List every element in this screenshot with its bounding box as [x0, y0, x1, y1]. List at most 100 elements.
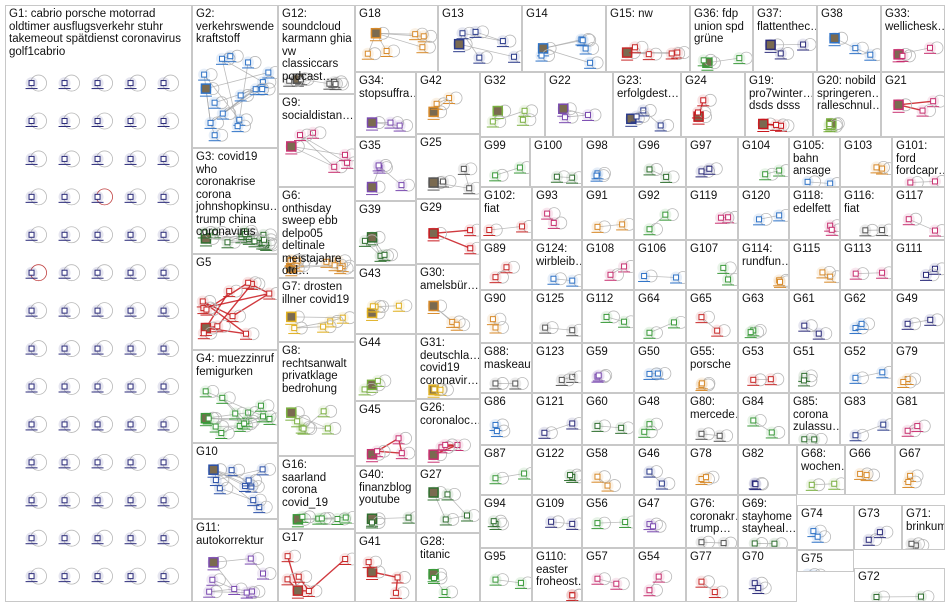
node[interactable]	[646, 166, 653, 173]
node[interactable]	[219, 55, 226, 62]
node[interactable]	[284, 553, 291, 560]
node[interactable]	[463, 512, 470, 519]
node[interactable]	[368, 519, 375, 526]
node[interactable]	[904, 320, 911, 327]
node[interactable]	[366, 181, 378, 193]
node[interactable]	[241, 420, 248, 427]
node[interactable]	[300, 425, 307, 432]
node[interactable]	[219, 110, 226, 117]
node[interactable]	[160, 535, 167, 542]
node[interactable]	[829, 32, 840, 44]
node[interactable]	[622, 518, 629, 525]
node[interactable]	[374, 448, 381, 455]
node[interactable]	[621, 318, 628, 325]
node[interactable]	[28, 383, 35, 390]
node[interactable]	[492, 105, 504, 117]
node[interactable]	[852, 325, 859, 332]
node[interactable]	[61, 231, 68, 238]
node[interactable]	[365, 559, 372, 566]
node[interactable]	[698, 578, 705, 585]
node[interactable]	[492, 274, 499, 281]
node[interactable]	[594, 473, 601, 480]
node[interactable]	[61, 459, 68, 466]
node[interactable]	[706, 165, 713, 172]
node[interactable]	[200, 83, 212, 94]
node[interactable]	[569, 277, 576, 284]
node[interactable]	[467, 245, 474, 252]
node[interactable]	[698, 168, 705, 175]
node[interactable]	[663, 173, 670, 180]
node[interactable]	[160, 80, 167, 87]
node[interactable]	[127, 459, 134, 466]
node[interactable]	[725, 214, 732, 221]
node[interactable]	[725, 276, 732, 283]
node[interactable]	[428, 487, 439, 498]
node[interactable]	[499, 38, 506, 45]
node[interactable]	[160, 117, 167, 124]
node[interactable]	[61, 535, 68, 542]
node[interactable]	[905, 478, 912, 485]
node[interactable]	[511, 53, 518, 60]
node[interactable]	[801, 322, 808, 329]
node[interactable]	[287, 257, 294, 264]
node[interactable]	[490, 518, 497, 525]
node[interactable]	[366, 448, 378, 460]
node[interactable]	[260, 413, 267, 420]
node[interactable]	[548, 518, 555, 525]
node[interactable]	[292, 585, 304, 596]
node[interactable]	[127, 307, 134, 314]
node[interactable]	[755, 585, 762, 592]
node[interactable]	[94, 307, 101, 314]
node[interactable]	[904, 427, 911, 434]
node[interactable]	[199, 298, 206, 305]
node[interactable]	[550, 275, 557, 282]
node[interactable]	[395, 302, 402, 309]
node[interactable]	[229, 313, 236, 320]
node[interactable]	[867, 51, 874, 58]
node[interactable]	[261, 236, 268, 243]
node[interactable]	[879, 165, 886, 172]
node[interactable]	[517, 579, 524, 586]
node[interactable]	[259, 86, 266, 93]
node[interactable]	[865, 536, 872, 543]
node[interactable]	[900, 378, 907, 385]
node[interactable]	[819, 269, 826, 276]
node[interactable]	[342, 556, 349, 563]
node[interactable]	[444, 491, 451, 498]
node[interactable]	[341, 151, 348, 158]
node[interactable]	[127, 383, 134, 390]
node[interactable]	[567, 472, 574, 479]
node[interactable]	[594, 520, 601, 527]
node[interactable]	[646, 370, 653, 377]
node[interactable]	[800, 41, 807, 48]
node[interactable]	[200, 330, 207, 337]
node[interactable]	[631, 44, 638, 51]
node[interactable]	[28, 117, 35, 124]
node[interactable]	[767, 376, 774, 383]
node[interactable]	[604, 482, 611, 489]
node[interactable]	[94, 345, 101, 352]
node[interactable]	[392, 589, 399, 596]
node[interactable]	[61, 117, 68, 124]
node[interactable]	[492, 576, 499, 583]
node[interactable]	[899, 52, 906, 59]
node[interactable]	[492, 324, 499, 331]
node[interactable]	[206, 588, 213, 595]
node[interactable]	[334, 516, 341, 523]
node[interactable]	[442, 441, 449, 448]
node[interactable]	[908, 540, 915, 547]
node[interactable]	[905, 216, 912, 223]
node[interactable]	[646, 587, 653, 594]
node[interactable]	[247, 555, 254, 562]
node[interactable]	[212, 477, 219, 484]
node[interactable]	[815, 330, 822, 337]
node[interactable]	[618, 424, 625, 431]
node[interactable]	[641, 428, 648, 435]
node[interactable]	[332, 81, 339, 88]
node[interactable]	[94, 231, 101, 238]
node[interactable]	[344, 159, 351, 166]
node[interactable]	[127, 155, 134, 162]
node[interactable]	[919, 107, 926, 114]
node[interactable]	[284, 576, 291, 583]
node[interactable]	[879, 227, 886, 234]
